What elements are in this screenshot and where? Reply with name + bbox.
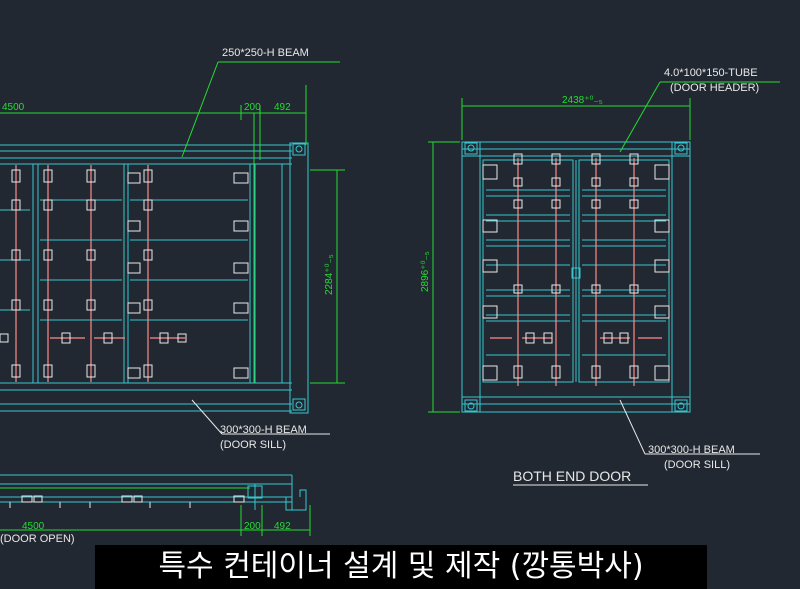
center-latch bbox=[571, 267, 581, 279]
dim-492-bottom: 492 bbox=[274, 521, 291, 532]
left-sill-leader bbox=[191, 399, 330, 435]
caption-banner: 특수 컨테이너 설계 및 제작 (깡통박사) bbox=[95, 545, 707, 589]
dim-2284: 2284⁺⁰₋₅ bbox=[324, 254, 335, 295]
dim-2896: 2896⁺⁰₋₅ bbox=[420, 251, 431, 292]
view-title: BOTH END DOOR bbox=[513, 468, 631, 484]
end-door-view bbox=[461, 141, 691, 413]
plan-view bbox=[0, 474, 307, 511]
end-door-lock-rods bbox=[490, 158, 662, 386]
side-view-hardware bbox=[0, 169, 249, 379]
side-view-lock-rods bbox=[15, 165, 185, 382]
corner-post-right bbox=[289, 142, 309, 414]
dim-2438: 2438⁺⁰₋₅ bbox=[562, 95, 603, 106]
plan-view-dimensions bbox=[0, 487, 311, 536]
top-beam-label: 250*250-H BEAM bbox=[222, 47, 309, 59]
right-sill-leader bbox=[619, 399, 760, 455]
side-view bbox=[0, 142, 309, 414]
end-door-hardware bbox=[482, 153, 670, 381]
right-sill-label-2: (DOOR SILL) bbox=[664, 459, 730, 471]
dim-492-top: 492 bbox=[274, 102, 291, 113]
dim-200-top: 200 bbox=[244, 102, 261, 113]
left-sill-label-1: 300*300-H BEAM bbox=[220, 424, 307, 436]
door-header-label-2: (DOOR HEADER) bbox=[670, 82, 759, 94]
dim-4500-bottom: 4500 bbox=[22, 521, 45, 532]
side-view-dimensions bbox=[0, 61, 345, 384]
dim-200-bottom: 200 bbox=[244, 521, 261, 532]
caption-text: 특수 컨테이너 설계 및 제작 (깡통박사) bbox=[158, 549, 644, 584]
door-header-label-1: 4.0*100*150-TUBE bbox=[664, 67, 758, 79]
left-sill-label-2: (DOOR SILL) bbox=[220, 439, 286, 451]
plan-view-hardware bbox=[9, 495, 245, 508]
door-open-label: (DOOR OPEN) bbox=[0, 533, 75, 545]
end-door-dimensions bbox=[428, 81, 780, 413]
dim-4500-top: 4500 bbox=[2, 102, 25, 113]
right-sill-label-1: 300*300-H BEAM bbox=[648, 444, 735, 456]
